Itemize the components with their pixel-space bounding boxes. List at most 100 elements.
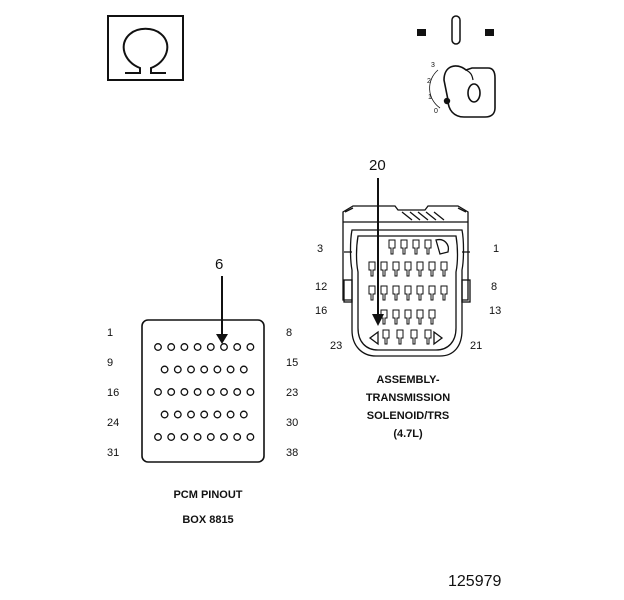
solenoid-connector — [342, 205, 471, 357]
solenoid-pin-grid — [368, 239, 448, 345]
pcm-pin — [193, 433, 202, 441]
solenoid-pin-label: 13 — [489, 305, 502, 317]
pcm-pin — [160, 410, 169, 419]
solenoid-terminal — [392, 285, 400, 301]
key-position-3: 3 — [431, 62, 435, 69]
pcm-pin-label: 23 — [286, 387, 299, 399]
pcm-pin — [206, 433, 215, 441]
pcm-pin — [180, 433, 189, 441]
pcm-pin — [154, 433, 162, 441]
disconnect-icon — [417, 15, 494, 45]
solenoid-terminal — [416, 285, 424, 301]
solenoid-terminal — [440, 285, 448, 301]
solenoid-terminal — [404, 285, 412, 301]
solenoid-terminal — [396, 329, 404, 345]
pcm-pin-label: 30 — [286, 417, 299, 429]
pcm-pin-label: 15 — [286, 357, 299, 369]
solenoid-terminal — [416, 309, 424, 325]
pcm-pin — [173, 365, 182, 374]
ignition-key-icon — [429, 65, 496, 118]
solenoid-callout-arrow — [372, 178, 384, 326]
pcm-pin — [180, 343, 189, 351]
solenoid-terminal — [424, 239, 432, 255]
pcm-pin-label: 38 — [286, 447, 299, 459]
key-position-0: 0 — [434, 108, 438, 115]
solenoid-pin-label: 21 — [470, 340, 483, 352]
solenoid-pin-label: 1 — [493, 243, 500, 255]
solenoid-terminal — [368, 285, 376, 301]
pcm-pin — [200, 410, 209, 419]
solenoid-pin-label: 16 — [315, 305, 328, 317]
solenoid-terminal — [424, 329, 432, 345]
solenoid-callout-number: 20 — [369, 157, 386, 174]
solenoid-terminal — [380, 261, 388, 277]
pcm-pin — [154, 388, 162, 396]
ohm-icon — [107, 15, 184, 81]
pcm-pin — [233, 433, 242, 441]
solenoid-terminal — [440, 261, 448, 277]
pcm-pin — [220, 343, 228, 351]
pcm-pin — [246, 433, 255, 441]
pcm-pin-label: 8 — [286, 327, 293, 339]
pcm-pin — [167, 388, 176, 396]
pcm-pin — [206, 343, 215, 351]
pcm-pin — [167, 433, 176, 441]
solenoid-caption-line1: ASSEMBLY- — [376, 374, 440, 386]
pcm-pin — [246, 388, 255, 396]
pcm-pin — [213, 410, 222, 419]
pcm-pin — [187, 410, 195, 419]
pcm-pinout-box — [141, 319, 265, 463]
pcm-pin — [220, 388, 228, 396]
pcm-pin — [246, 343, 255, 351]
pcm-pin-grid — [154, 343, 255, 441]
solenoid-pin-label: 8 — [491, 281, 498, 293]
pcm-pin — [220, 433, 228, 441]
pcm-pin — [187, 365, 195, 374]
pcm-pin — [200, 365, 209, 374]
solenoid-caption-line2: TRANSMISSION — [365, 392, 451, 404]
pcm-caption-line2: BOX 8815 — [182, 514, 234, 526]
pcm-pin-label: 9 — [107, 357, 114, 369]
solenoid-terminal — [392, 261, 400, 277]
solenoid-pin-label: 3 — [317, 243, 324, 255]
solenoid-terminal — [382, 329, 390, 345]
pcm-pin — [206, 388, 215, 396]
solenoid-terminal — [388, 239, 396, 255]
pcm-pin — [226, 365, 235, 374]
pcm-pin — [239, 410, 248, 419]
solenoid-terminal — [428, 261, 436, 277]
pcm-callout-arrow — [216, 276, 228, 344]
pcm-pin-label: 24 — [107, 417, 120, 429]
solenoid-terminal — [392, 309, 400, 325]
solenoid-pin-label: 23 — [330, 340, 343, 352]
pcm-pin — [213, 365, 222, 374]
pcm-pin-label: 31 — [107, 447, 120, 459]
pcm-caption-line1: PCM PINOUT — [173, 489, 243, 501]
solenoid-terminal — [404, 309, 412, 325]
pcm-pin — [160, 365, 169, 374]
solenoid-caption-line4: (4.7L) — [393, 428, 423, 440]
pcm-pin — [154, 343, 162, 351]
pcm-pin — [180, 388, 189, 396]
pcm-pin — [233, 343, 242, 351]
solenoid-terminal — [404, 261, 412, 277]
solenoid-terminal — [380, 285, 388, 301]
key-position-2: 2 — [427, 78, 431, 85]
pcm-callout-number: 6 — [215, 256, 224, 273]
key-position-1: 1 — [428, 94, 432, 101]
solenoid-terminal — [428, 309, 436, 325]
solenoid-caption-line3: SOLENOID/TRS — [366, 410, 450, 422]
pcm-pin — [226, 410, 235, 419]
pcm-pin-label: 1 — [107, 327, 114, 339]
pcm-pin — [239, 365, 248, 374]
pcm-pin — [233, 388, 242, 396]
solenoid-terminal — [400, 239, 408, 255]
solenoid-terminal — [428, 285, 436, 301]
solenoid-terminal — [410, 329, 418, 345]
pcm-pin — [167, 343, 176, 351]
pcm-pin — [193, 388, 202, 396]
figure-number: 125979 — [448, 573, 502, 590]
pcm-pin — [173, 410, 182, 419]
pcm-pin-label: 16 — [107, 387, 120, 399]
